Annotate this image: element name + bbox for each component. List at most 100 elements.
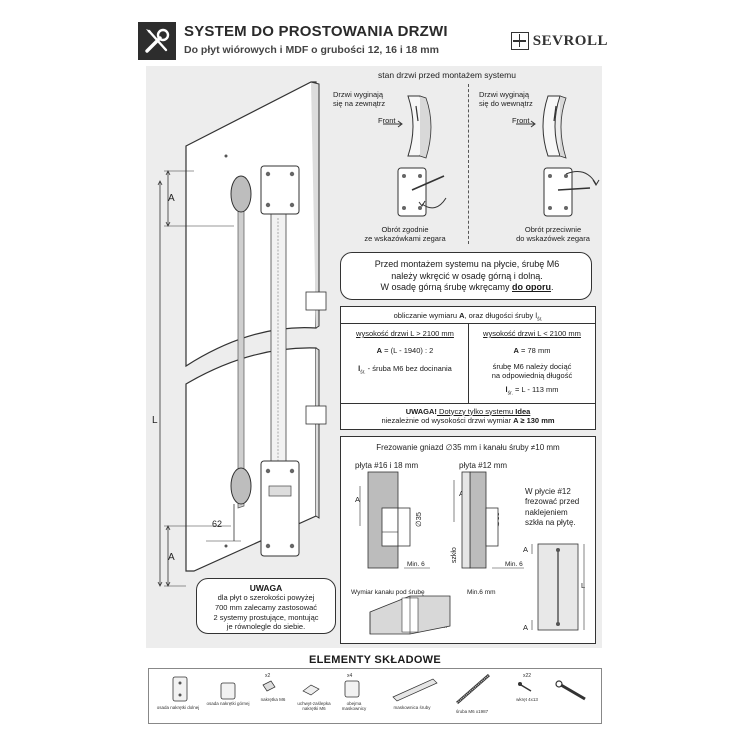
milling-diagrams [359,471,585,635]
upper-socket [230,175,252,213]
rotation-ccw-label-1: Obrót przeciwnie [524,225,582,234]
milling-dim-a-left: A [355,495,361,504]
part-clamp-qty: x4 [347,673,353,679]
calc-title-a: A [459,311,465,320]
front-label-right: Front [512,116,530,125]
calc-title-suffix: , oraz długości śruby l [464,311,538,320]
warning-line-2: 700 mm zalecamy zastosować [214,602,318,612]
side-dim-a-top: A [523,545,529,554]
state-title: stan drzwi przed montażem systemu [378,70,516,80]
brand-name: SEVROLL [532,32,608,49]
part-nut-qty: x2 [265,673,271,679]
calc-right-note-2: na odpowiednią długość [491,371,573,381]
notice-emphasis: do oporu [512,282,552,293]
notice-line-3: W osadę górną śrubę wkręcamy [380,282,513,293]
header: SYSTEM DO PROSTOWANIA DRZWI Do płyt wiór… [138,22,608,60]
calc-left-sub: śr. [360,369,366,376]
part-nut-cap: uchwyt-zaślepka nakrętki M6 [297,701,331,712]
state-right-label-2: się do wewnątrz [479,99,533,108]
calc-foot-value: A ≥ 130 mm [513,416,555,426]
mounting-notice: Przed montażem systemu na płycie, śrubę … [340,252,592,300]
calc-left-a: A [376,346,383,356]
calc-foot-warning: UWAGA! [405,406,437,416]
channel-title: Wymiar kanału pod śrubę [351,589,425,596]
part-lower-socket: osada nakrętki dolnej [156,705,200,710]
calc-left-formula: = (L - 1940) : 2 [382,346,434,356]
milling-note-3: naklejeniem [525,507,568,517]
dimension-62: 62 [212,519,223,529]
channel-min: Min.6 mm [467,589,496,596]
notice-line-2: należy wkręcić w osadę górną i dolną. [391,270,543,281]
milling-note: W płycie #12 frezować przed naklejeniem … [525,487,579,529]
cover-clip [305,291,327,311]
calc-footnote: UWAGA! Dotyczy tylko systemu Idea niezal… [341,407,595,427]
brand-logo: SEVROLL [510,30,608,52]
calculation-box: obliczanie wymiaru A, oraz długości śrub… [340,306,596,430]
page-title: SYSTEM DO PROSTOWANIA DRZWI [184,23,448,40]
part-screw: śruba M6 x1987 [455,709,489,714]
components-panel: osada nakrętki dolnej osada nakrętki gór… [148,668,602,724]
tools-icon [138,22,176,60]
warning-title: UWAGA [249,583,283,593]
warning-box: UWAGA dla płyt o szerokości powyżej 700 … [196,578,336,634]
lower-socket [230,467,252,505]
calc-right-note-1: śrubę M6 należy dociąć [492,361,572,371]
milling-note-4: szkła na płytę. [525,518,576,528]
state-divider [468,84,469,244]
calc-left-screw: - śruba M6 bez docinania [365,363,452,373]
dimension-a-bottom: A [168,552,175,563]
calc-foot-text-2: niezależnie od wysokości drzwi wymiar [381,416,514,426]
lower-bracket [260,460,300,557]
side-dim-a-bottom: A [523,623,529,632]
upper-bracket [260,165,300,215]
milling-dim-a-mid: A [459,489,465,498]
rotation-cw-label-2: ze wskazówkami zegara [364,234,446,243]
dimension-a-top: A [168,193,175,204]
milling-note-1: W płycie #12 [525,487,571,496]
state-left-label-1: Drzwi wyginają [333,90,384,99]
door-illustration [157,81,327,587]
calc-left-column: wysokość drzwi L > 2100 mm A = (L - 1940… [343,329,467,376]
brand-cross-icon [510,32,529,50]
door-bending-diagrams [383,95,600,217]
calc-right-l: l [505,384,508,394]
plate-12-label: płyta #12 mm [459,461,508,470]
calc-left-l: l [358,363,361,373]
milling-min6-left: Min. 6 [407,561,425,568]
part-wood-screw-qty: x22 [523,673,532,679]
calc-left-header: wysokość drzwi L > 2100 mm [356,329,454,338]
state-left-label-2: się na zewnątrz [333,99,386,108]
calc-right-formula: = 78 mm [518,346,551,356]
page-subtitle: Do płyt wiórowych i MDF o grubości 12, 1… [184,44,439,56]
components-drawings [172,673,586,705]
calc-title-sub: śr. [537,316,543,323]
dimension-l: L [152,415,158,426]
calc-foot-idea: Idea [515,406,531,416]
part-cover: maskownica śruby [393,705,431,710]
part-upper-socket: osada nakrętki górnej [206,701,250,706]
calc-right-a: A [513,346,519,356]
part-nut: nakrętka M6 [260,697,286,702]
calc-foot-text: Dotyczy tylko systemu [436,406,516,416]
front-label-left: Front [378,116,396,125]
milling-min6-mid: Min. 6 [505,561,523,568]
calc-right-column: wysokość drzwi L < 2100 mm A = 78 mm śru… [470,329,594,396]
warning-line-3: 2 systemy prostujące, montując [213,612,319,622]
warning-line-4: je równolegle do siebie. [226,622,306,632]
milling-title: Frezowanie gniazd ∅35 mm i kanału śruby … [376,443,560,452]
plate-16-18-label: płyta #16 i 18 mm [355,461,419,470]
rotation-cw-label-1: Obrót zgodnie [381,225,429,234]
calc-right-screw: = L - 113 mm [512,384,559,394]
state-right-label-1: Drzwi wyginają [479,90,530,99]
side-dim-l: L [581,581,586,590]
calc-title: obliczanie wymiaru A, oraz długości śrub… [341,311,595,323]
part-wood-screw: wkręt 4x13 [516,697,538,702]
warning-line-1: dla płyt o szerokości powyżej [217,593,315,602]
notice-line-1: Przed montażem systemu na płycie, śrubę … [374,259,560,269]
cover-clip [305,405,327,425]
calc-title-text: obliczanie wymiaru [393,311,460,320]
rotation-ccw-label-2: do wskazówek zegara [516,234,590,243]
notice-period: . [551,282,554,293]
part-clamp: obejma maskownicy [341,701,367,712]
components-title: ELEMENTY SKŁADOWE [308,654,441,666]
